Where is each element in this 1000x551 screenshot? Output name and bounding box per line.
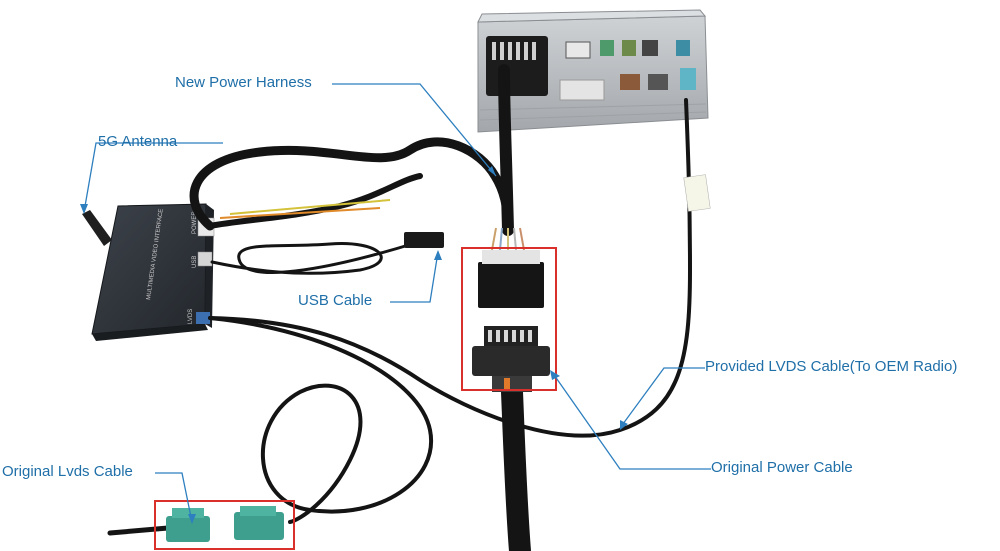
module-port-lvds-label: LVDS [188, 309, 194, 324]
antenna-stub [82, 210, 112, 246]
interface-module: MULTIMEDIA VIDEO INTERFACE POWER USB LVD… [91, 203, 215, 341]
callout-usb-cable: USB Cable [298, 292, 373, 309]
leader-provided-lvds [619, 367, 705, 429]
cable-tag [683, 174, 711, 212]
oem-radio-unit [477, 9, 709, 133]
callout-new-power-harness: New Power Harness [175, 74, 312, 91]
power-connector-pair [472, 250, 550, 392]
leader-antenna [83, 142, 223, 213]
callout-original-power-cable: Original Power Cable [711, 459, 853, 476]
module-port-power-label: POWER [192, 211, 198, 234]
leader-usb [390, 251, 439, 303]
module-port-usb-label: USB [192, 256, 198, 268]
cable-bundle [107, 64, 693, 551]
callout-original-lvds-cable: Original Lvds Cable [2, 463, 133, 480]
leader-original-power [551, 371, 711, 470]
power-connector-highlight-box [461, 247, 557, 391]
usb-plug [404, 232, 444, 248]
harness-wires [219, 199, 525, 251]
leader-original-lvds [155, 472, 193, 523]
lvds-connector-pair [166, 506, 284, 542]
callout-provided-lvds-cable: Provided LVDS Cable(To OEM Radio) [705, 358, 958, 375]
leader-lines [80, 83, 711, 524]
leader-new-power-harness [332, 83, 497, 177]
lvds-connector-highlight-box [154, 500, 295, 550]
callout-antenna: 5G Antenna [98, 133, 178, 150]
